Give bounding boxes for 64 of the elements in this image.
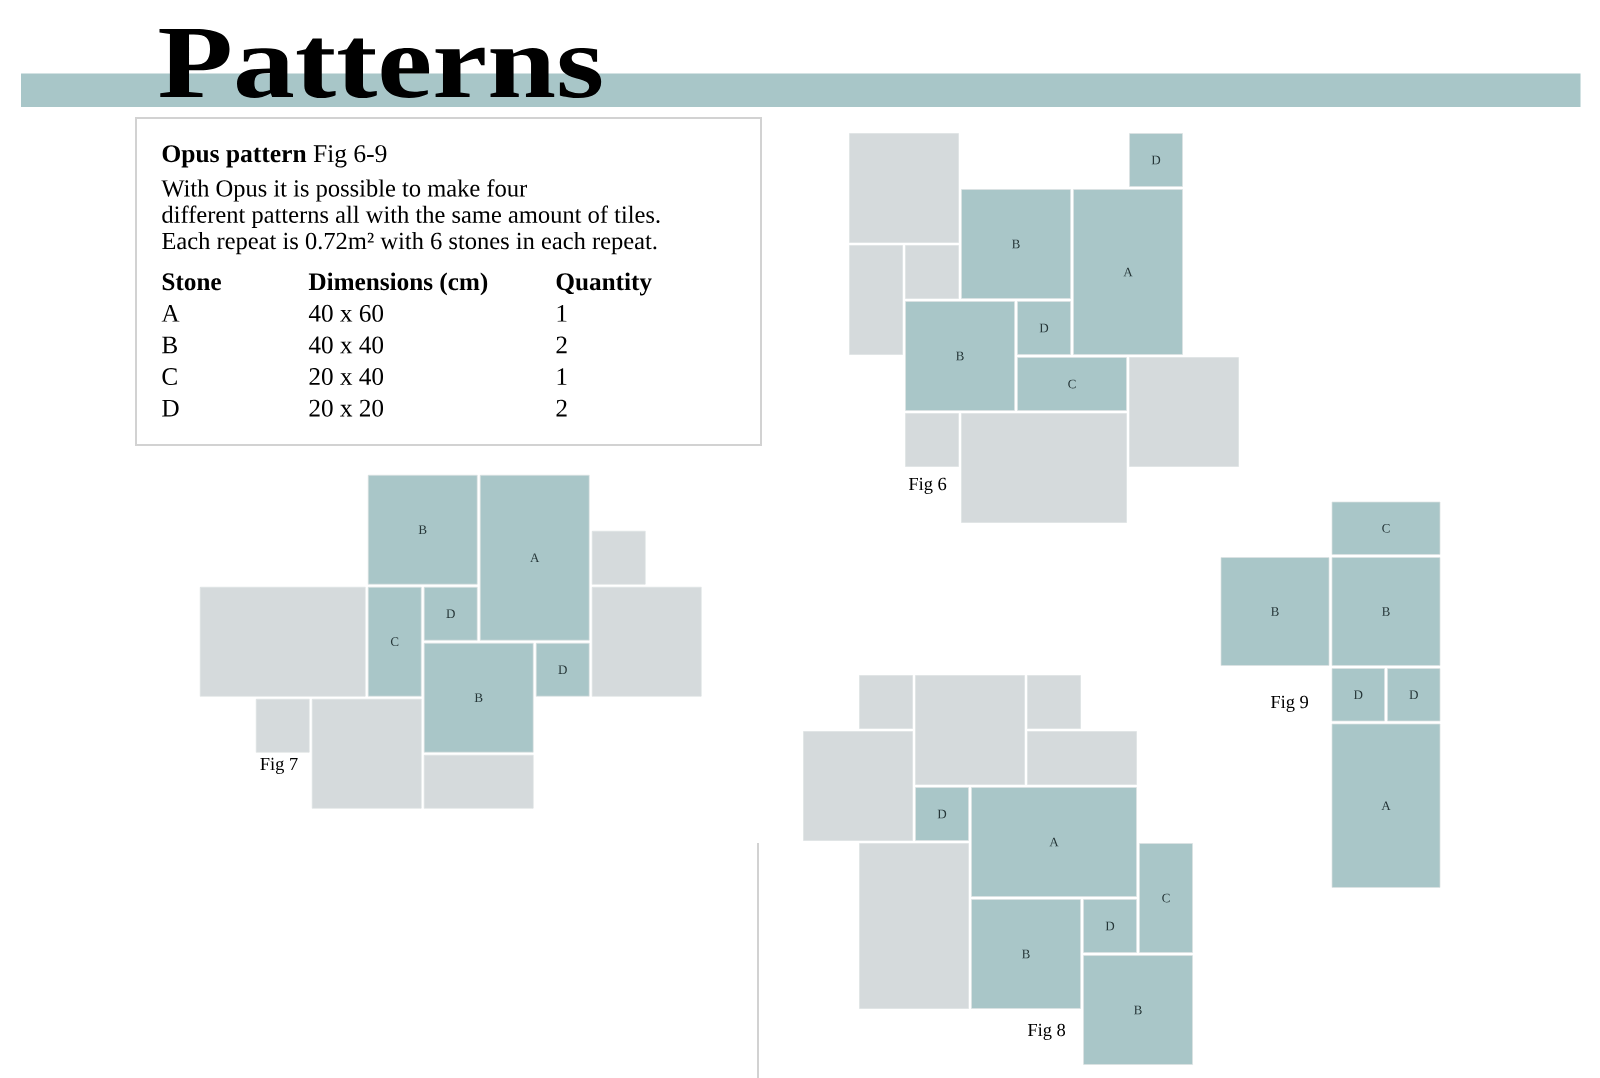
tile: D: [1083, 899, 1137, 953]
tile: D: [1017, 301, 1071, 355]
figure-label: Fig 6: [908, 477, 947, 494]
table-cell: 2: [556, 399, 567, 417]
tile: [423, 754, 534, 809]
tile: B: [1083, 955, 1193, 1065]
tile: [803, 731, 913, 841]
tile: [1027, 731, 1137, 785]
table-cell: 20 x 20: [309, 399, 384, 417]
tile: [311, 698, 422, 809]
info-panel: [135, 117, 762, 446]
tile: [591, 530, 646, 585]
tile: B: [423, 642, 534, 753]
tile: [859, 843, 969, 1009]
table-header: Stone: [162, 273, 221, 291]
tile: B: [905, 301, 1015, 411]
tile: D: [535, 642, 590, 697]
tile: [1027, 675, 1081, 729]
tile: [1129, 357, 1239, 467]
tile: [859, 675, 913, 729]
tile: [591, 586, 702, 697]
panel-heading: Opus pattern Fig 6-9: [162, 145, 387, 168]
tile: B: [971, 899, 1081, 1009]
figure-label: Fig 7: [260, 757, 298, 774]
tile: D: [423, 586, 478, 641]
tile: [255, 698, 310, 753]
tile: C: [1017, 357, 1127, 411]
table-cell: C: [162, 368, 177, 386]
tile: A: [1331, 723, 1441, 888]
table-cell: 1: [557, 368, 567, 385]
tile: B: [1220, 557, 1330, 666]
title: Patterns: [159, 28, 602, 98]
tile: D: [1129, 133, 1183, 187]
tile: C: [1139, 843, 1193, 953]
tile: D: [1387, 668, 1441, 722]
tile: [849, 133, 959, 243]
table-header: Quantity: [556, 272, 652, 296]
tile: A: [971, 787, 1137, 897]
tile: B: [1331, 557, 1441, 666]
table-cell: 40 x 40: [308, 336, 384, 354]
tile: A: [479, 474, 590, 641]
table-cell: 20 x 40: [309, 368, 384, 386]
tile: [905, 413, 959, 467]
table-cell: A: [161, 305, 180, 322]
table-header: Dimensions (cm): [308, 272, 488, 296]
tile: D: [915, 787, 969, 841]
table-cell: D: [162, 399, 179, 417]
table-cell: B: [162, 336, 177, 354]
figure-label: Fig 8: [1027, 1023, 1066, 1040]
figure-label: Fig 9: [1270, 695, 1308, 712]
tile: D: [1331, 668, 1385, 722]
tile: A: [1073, 189, 1183, 355]
tile: B: [367, 474, 478, 585]
tile: [961, 413, 1127, 523]
tile: [199, 586, 366, 697]
tile: [849, 245, 903, 355]
tile: B: [961, 189, 1071, 299]
tile: [905, 245, 959, 299]
tile: [915, 675, 1025, 785]
table-cell: 1: [557, 305, 567, 322]
tile: C: [1331, 501, 1441, 555]
table-cell: 2: [556, 336, 567, 354]
table-cell: 40 x 60: [308, 304, 384, 322]
paragraph: With Opus it is possible to make four different patterns all with the same amount of tiles. Each repeat is 0.72m² with 6 stones in each repeat.: [161, 179, 660, 255]
